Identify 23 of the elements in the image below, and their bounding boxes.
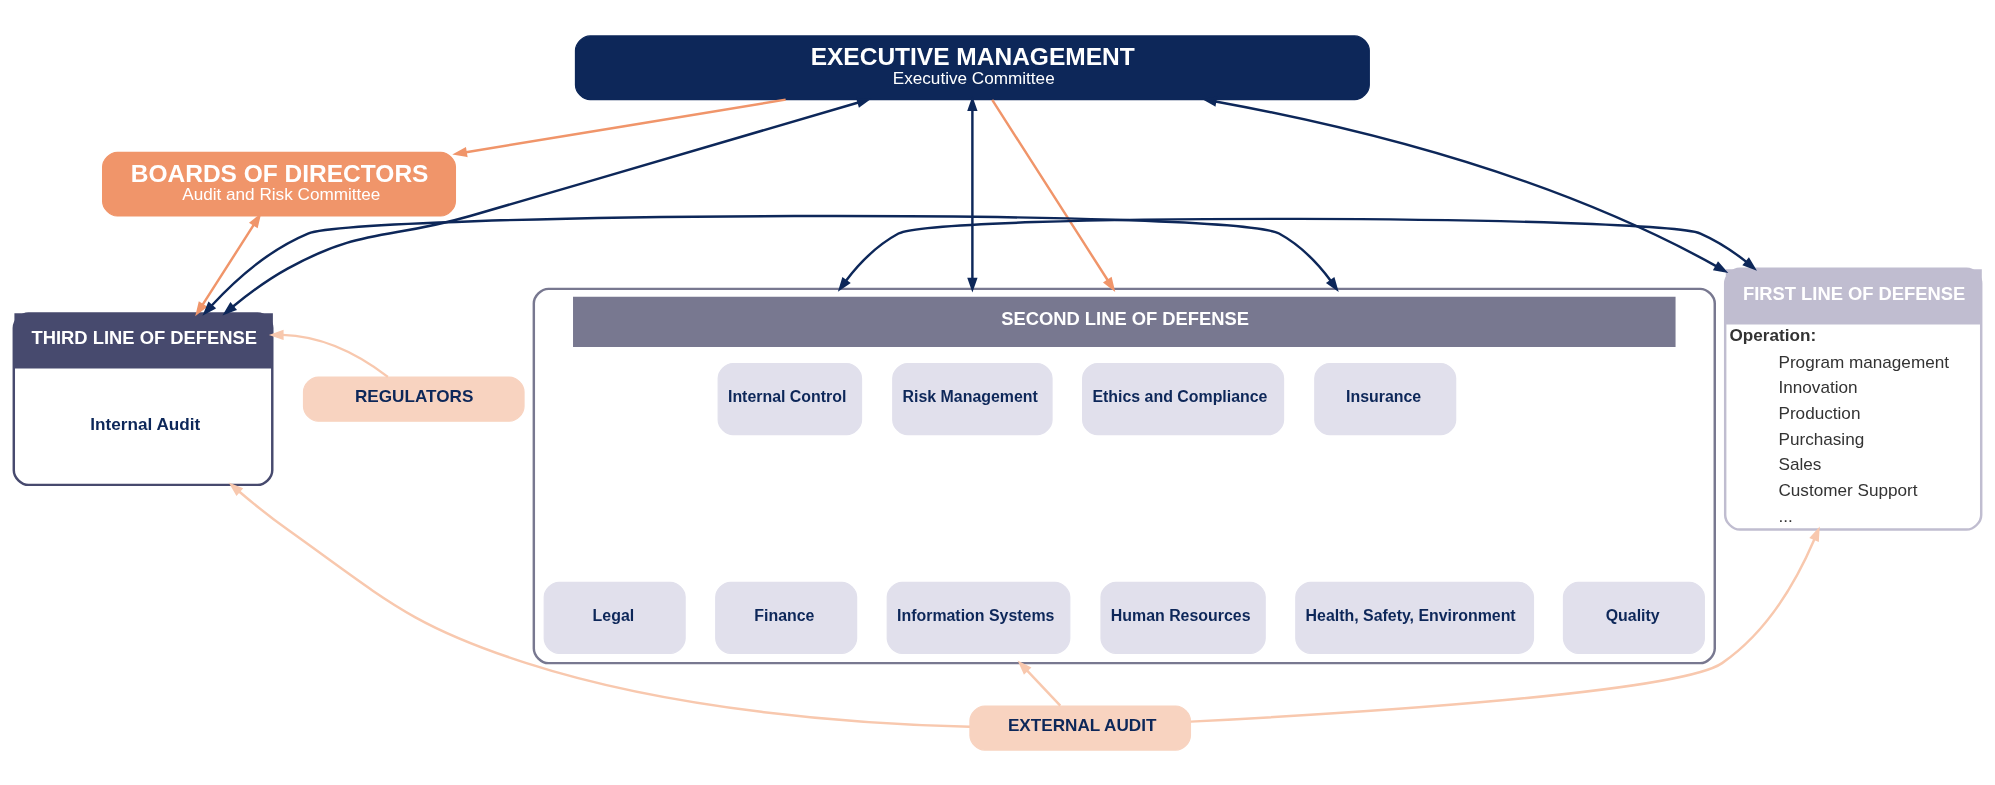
arrow bbox=[222, 97, 872, 315]
node-box: Finance bbox=[715, 581, 858, 654]
arrow bbox=[268, 329, 389, 378]
node-box: Human Resources bbox=[1100, 581, 1266, 654]
arrow bbox=[228, 481, 970, 728]
arrow bbox=[452, 97, 786, 157]
node-box: Quality bbox=[1562, 581, 1705, 654]
node-box: Ethics and Compliance bbox=[1082, 362, 1285, 435]
node-box: Information Systems bbox=[886, 581, 1071, 654]
node-box: Internal Control bbox=[717, 362, 863, 435]
arrow bbox=[1190, 526, 1820, 723]
arrow bbox=[1017, 659, 1062, 707]
node-box: REGULATORS bbox=[302, 375, 525, 422]
arrow bbox=[991, 98, 1116, 292]
node-box: Risk Management bbox=[892, 362, 1053, 435]
node-box: Insurance bbox=[1314, 362, 1457, 435]
node-box: Legal bbox=[543, 581, 686, 654]
arrow bbox=[202, 214, 1339, 316]
node-box: Health, Safety, Environment bbox=[1295, 581, 1535, 654]
node-box: EXECUTIVE MANAGEMENT Executive Committee bbox=[574, 34, 1370, 100]
node-box: BOARDS OF DIRECTORS Audit and Risk Committee bbox=[102, 151, 457, 217]
node-box: EXTERNAL AUDIT bbox=[969, 704, 1192, 751]
arrow bbox=[837, 217, 1757, 292]
